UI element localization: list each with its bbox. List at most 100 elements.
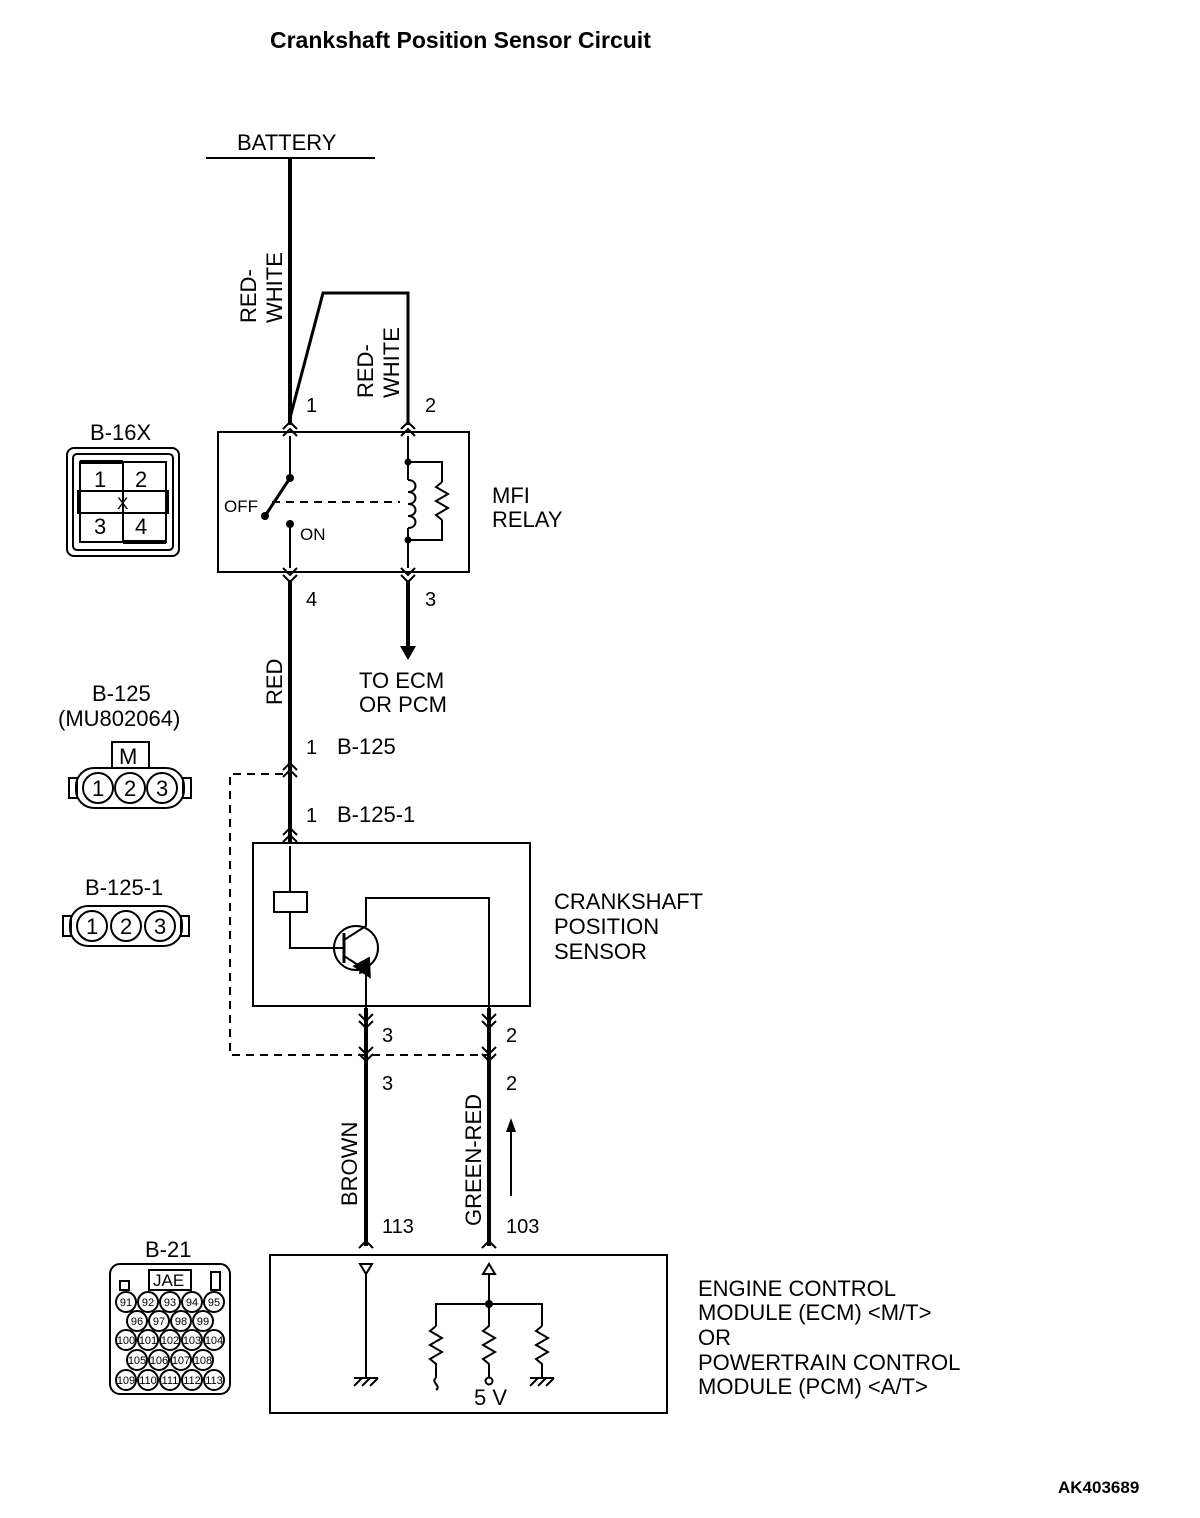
b16x-connector (66, 447, 180, 557)
b21-pin-circle (126, 1349, 148, 1371)
wire-label-red-white-2: RED- WHITE (353, 327, 404, 398)
b1251-latch (62, 915, 72, 937)
b125-latch (68, 777, 78, 799)
sensor-label-1: CRANKSHAFT (554, 889, 703, 914)
b21-pin-circle (137, 1329, 159, 1351)
wire-relay-pin2 (288, 291, 410, 425)
ecm-pin-103: 103 (506, 1216, 539, 1238)
b16x-pin-2: 2 (135, 467, 147, 492)
b125-pin-2: 2 (124, 776, 136, 801)
b125-pin-circle (114, 772, 146, 804)
b21-pin-93: 93 (164, 1297, 176, 1309)
b21-pin-circle (159, 1291, 181, 1313)
connector-chevron (282, 761, 298, 778)
b21-pin-circle (159, 1369, 181, 1391)
emitter-arrow (359, 966, 368, 974)
ecm-resistor-3 (534, 1325, 550, 1378)
b21-pin-104: 104 (205, 1335, 223, 1347)
b125-pin-3: 3 (156, 776, 168, 801)
signal-arrow-head (506, 1118, 516, 1132)
b21-pin-circle (181, 1329, 203, 1351)
relay-on-label: ON (300, 525, 326, 544)
sensor-label-2: POSITION (554, 914, 659, 939)
connector-chevron (481, 1239, 497, 1249)
b21-pin-circle (192, 1349, 214, 1371)
relay-coil (407, 479, 417, 529)
sensor-wire (343, 955, 371, 1008)
wire-label-brown: BROWN (337, 1122, 362, 1206)
relay-pin-2: 2 (425, 395, 436, 417)
ecm-box (269, 1254, 668, 1414)
b21-pin-111: 111 (162, 1375, 179, 1387)
b21-pin-105: 105 (128, 1355, 146, 1367)
relay-pin-4: 4 (306, 589, 317, 611)
connector-chevron (400, 567, 416, 584)
b16x-pin-4: 4 (135, 514, 147, 539)
b16x-pin-1: 1 (94, 467, 106, 492)
mfi-relay-box (217, 431, 470, 573)
b21-pin-108: 108 (194, 1355, 212, 1367)
svg-text:RED-: RED- (353, 344, 378, 398)
battery-label: BATTERY (237, 130, 337, 155)
junction-b125-name: B-125 (337, 734, 396, 759)
b21-pin-113: 113 (205, 1375, 223, 1387)
b1251-pin-circle (110, 910, 142, 942)
wire-label-red: RED (262, 659, 287, 705)
b21-pin-106: 106 (150, 1355, 168, 1367)
svg-text:WHITE: WHITE (262, 252, 287, 323)
b21-pin-circle (159, 1329, 181, 1351)
resistor-wire (408, 461, 443, 482)
mfi-relay-label-1: MFI (492, 483, 530, 508)
b21-pin-circle (115, 1369, 137, 1391)
mfi-relay-label-2: RELAY (492, 507, 563, 532)
b21-pin-112: 112 (183, 1375, 201, 1387)
b16x-label: B-16X (90, 420, 151, 445)
b21-pin-circle (170, 1310, 192, 1332)
b21-pin-95: 95 (208, 1297, 220, 1309)
ground-symbol (529, 1377, 555, 1387)
b21-pin-circle (181, 1291, 203, 1313)
crankshaft-sensor-box (252, 842, 531, 1007)
ecm-wave-symbol (433, 1377, 439, 1391)
arrow-to-ecm (400, 646, 416, 660)
document-code: AK403689 (1058, 1478, 1139, 1497)
b1251-pin-3: 3 (154, 914, 166, 939)
b1251-pin-2: 2 (120, 914, 132, 939)
b21-pin-110: 110 (139, 1375, 157, 1387)
ecm-label-3: OR (698, 1325, 731, 1350)
wire-label-red-white-1: RED- WHITE (236, 252, 287, 323)
svg-text:WHITE: WHITE (379, 327, 404, 398)
connector-chevron (400, 420, 416, 437)
b21-pin-circle (115, 1291, 137, 1313)
ecm-label-5: MODULE (PCM) <A/T> (698, 1374, 928, 1399)
ecm-terminal-in (358, 1263, 374, 1276)
ecm-label-1: ENGINE CONTROL (698, 1276, 896, 1301)
ecm-resistor-1 (428, 1325, 444, 1378)
junction-b125-pin: 1 (306, 737, 317, 759)
harness-pin-3: 3 (382, 1073, 393, 1095)
relay-resistor (434, 481, 450, 521)
b21-pin-102: 102 (161, 1335, 179, 1347)
b21-pin-99: 99 (197, 1316, 209, 1328)
b21-pin-98: 98 (175, 1316, 187, 1328)
b125-pin-circle (82, 772, 114, 804)
ecm-terminal-out (481, 1262, 497, 1275)
b125-latch (182, 777, 192, 799)
b21-mark: JAE (153, 1271, 184, 1290)
b1251-pin-1: 1 (86, 914, 98, 939)
b21-pin-101: 101 (139, 1335, 157, 1347)
b21-pin-91: 91 (120, 1297, 132, 1309)
b21-pin-97: 97 (153, 1316, 165, 1328)
b125-label: B-125 (92, 681, 151, 706)
to-ecm-label-2: OR PCM (359, 692, 447, 717)
b21-pin-circle (137, 1369, 159, 1391)
b21-pin-circle (203, 1329, 225, 1351)
b21-pin-103: 103 (183, 1335, 201, 1347)
to-ecm-label-1: TO ECM (359, 668, 444, 693)
connector-chevron (282, 567, 298, 584)
harness-pin-2: 2 (506, 1073, 517, 1095)
relay-pin-3: 3 (425, 589, 436, 611)
b21-pin-circle (170, 1349, 192, 1371)
relay-off-label: OFF (224, 497, 258, 516)
